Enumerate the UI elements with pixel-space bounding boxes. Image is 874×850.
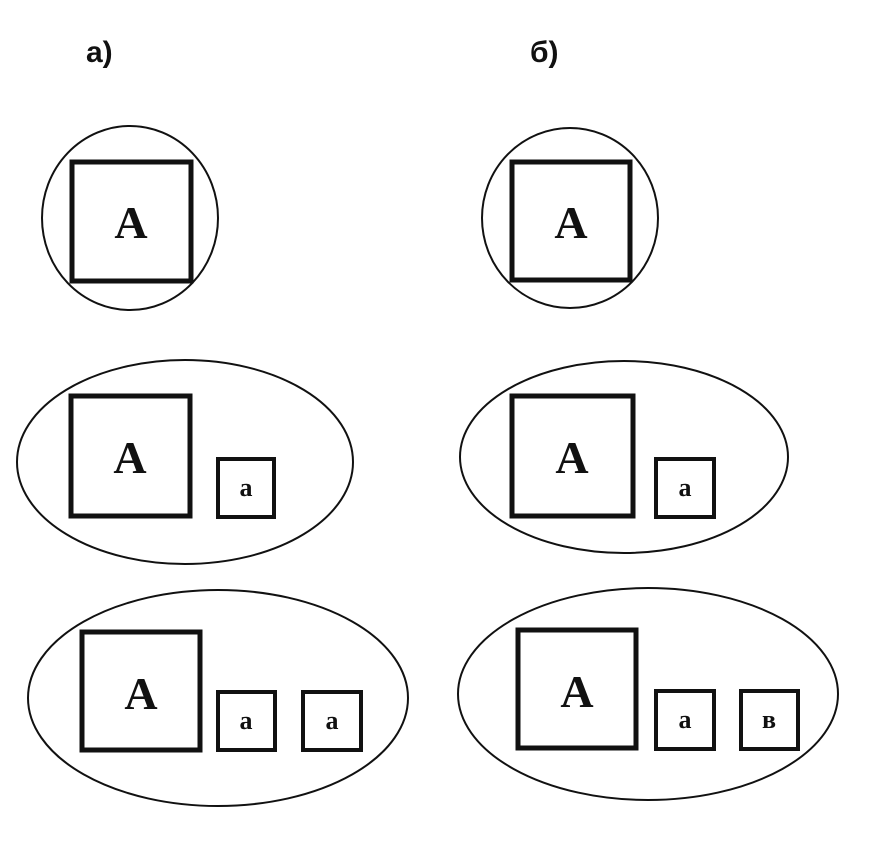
left-group-3-big-box (79, 629, 203, 753)
right-group-3: А а в (457, 587, 839, 801)
left-group-3-outline (27, 589, 409, 807)
right-group-3-small-letter-1: а (679, 705, 692, 734)
right-group-3-big-box (515, 627, 639, 751)
left-group-2-small-letter-1: а (240, 473, 253, 502)
left-group-3-small-box-2 (301, 690, 363, 752)
left-group-3-small-box-1 (216, 690, 277, 752)
right-group-2-big-box (509, 393, 636, 519)
panel-label-right: б) (530, 36, 559, 69)
right-group-1-outline (481, 127, 659, 309)
right-group-2-small-box-1 (654, 457, 716, 519)
left-group-2: А а (16, 359, 354, 565)
panel-label-left: а) (86, 36, 113, 69)
left-group-1-big-letter: А (114, 197, 147, 248)
left-group-2-small-box-1 (216, 457, 276, 519)
right-group-2-small-letter-1: а (679, 473, 692, 502)
right-group-3-big-letter: А (560, 666, 593, 717)
left-group-2-outline (16, 359, 354, 565)
right-group-3-small-box-2 (739, 689, 800, 751)
right-group-3-small-box-1 (654, 689, 716, 751)
right-group-2-big-letter: А (555, 432, 588, 483)
right-group-1-big-letter: А (554, 197, 587, 248)
right-group-1: А (481, 127, 659, 309)
left-group-1-big-box (69, 159, 194, 284)
left-group-3-small-letter-1: а (240, 706, 253, 735)
left-group-1: А (41, 125, 219, 311)
left-group-2-big-box (68, 393, 193, 519)
right-group-2-outline (459, 360, 789, 554)
right-group-3-small-letter-2: в (762, 705, 776, 734)
right-group-3-outline (457, 587, 839, 801)
left-group-1-outline (41, 125, 219, 311)
right-group-1-big-box (509, 159, 633, 283)
left-group-3-small-letter-2: а (326, 706, 339, 735)
left-group-2-big-letter: А (113, 432, 146, 483)
left-group-3-big-letter: А (124, 668, 157, 719)
left-group-3: А а а (27, 589, 409, 807)
right-group-2: А а (459, 360, 789, 554)
